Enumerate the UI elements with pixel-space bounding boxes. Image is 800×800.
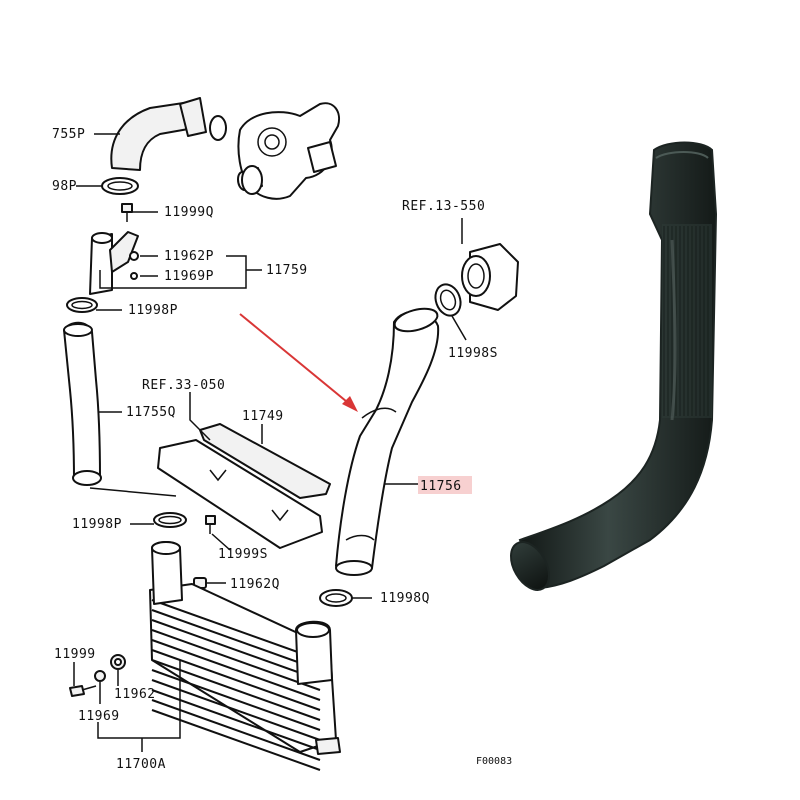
label-11749: 11749: [242, 409, 284, 424]
intercooler-fin: [151, 599, 321, 661]
label-11962: 11962: [114, 687, 156, 702]
intercooler-fin: [151, 639, 321, 701]
label-11700a: 11700A: [116, 757, 166, 772]
label-11756: 11756: [420, 479, 462, 494]
clamp-11998p-bottom: [153, 512, 187, 528]
bracket-pipe-11759: [89, 231, 139, 295]
clamp-11998p-top: [66, 297, 98, 313]
figure-code: F00083: [476, 756, 512, 767]
hose-11756-drawing: [335, 307, 440, 576]
throttle-body-ref13: [461, 243, 519, 311]
label-755p: 755P: [52, 127, 85, 142]
clamp-98p: [101, 177, 139, 195]
intercooler-11700a: [149, 541, 341, 771]
bolt-11999s: [205, 515, 216, 534]
label-11755q: 11755Q: [126, 405, 176, 420]
label-11999q: 11999Q: [164, 205, 214, 220]
label-11998q: 11998Q: [380, 591, 430, 606]
clamp-11998s: [434, 283, 462, 317]
small-hardware: [69, 654, 126, 697]
label-11759: 11759: [266, 263, 308, 278]
highlight-box: [418, 476, 472, 494]
hose-product-photo: [510, 141, 718, 591]
label-11969: 11969: [78, 709, 120, 724]
label-11998p-bottom: 11998P: [72, 517, 122, 532]
label-11999: 11999: [54, 647, 96, 662]
highlight-arrow: [239, 313, 358, 412]
intercooler-fin: [151, 609, 321, 671]
label-11998p-top: 11998P: [128, 303, 178, 318]
label-ref-13-550: REF.13-550: [402, 199, 485, 214]
turbocharger: [237, 102, 340, 200]
bolt-11999q: [121, 203, 133, 222]
part-labels: 755P 98P 11999Q 11962P 11969P 11759 1199…: [52, 127, 512, 772]
label-98p: 98P: [52, 179, 77, 194]
heat-shield-11749: [157, 423, 331, 549]
intercooler-fin: [151, 629, 321, 691]
pipe-755p: [110, 97, 227, 171]
label-11962p: 11962P: [164, 249, 214, 264]
label-11998s: 11998S: [448, 346, 498, 361]
clamp-11998q: [319, 589, 353, 607]
label-11969p: 11969P: [164, 269, 214, 284]
hose-11755q: [63, 321, 102, 486]
leader-lines: [73, 133, 467, 752]
label-ref-33-050: REF.33-050: [142, 378, 225, 393]
label-11999s: 11999S: [218, 547, 268, 562]
intercooler-fin: [151, 619, 321, 681]
label-11962q: 11962Q: [230, 577, 280, 592]
